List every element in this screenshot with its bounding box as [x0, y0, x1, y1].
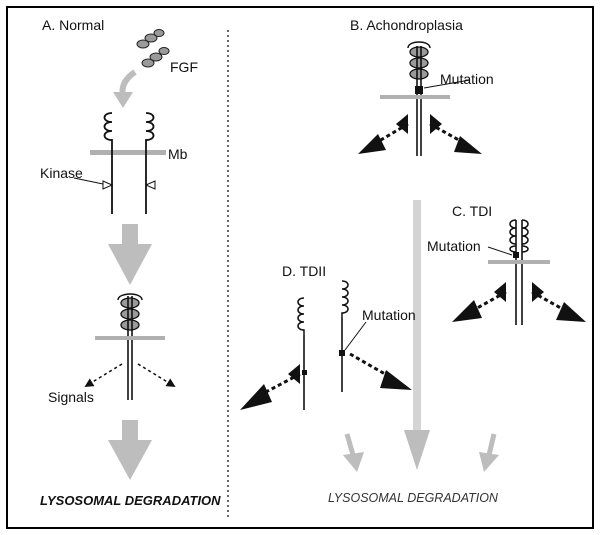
signals-label: Signals — [48, 389, 94, 405]
kinase-right-icon — [144, 180, 156, 190]
membrane-bar — [90, 150, 166, 155]
activation-arrow-shaft — [122, 224, 138, 244]
kinase-left-icon — [102, 180, 114, 190]
signal-arrow-left — [84, 363, 123, 387]
fgf-label: FGF — [170, 59, 198, 75]
mutation-label-d: Mutation — [362, 307, 416, 323]
center-degradation-arrowhead — [404, 430, 430, 470]
panel-c-title: C. TDI — [452, 203, 492, 219]
degradation-path-line — [413, 200, 421, 430]
mutation-marker-d — [339, 350, 345, 356]
degradation-arrow-head — [108, 440, 152, 480]
dimer-receptor — [117, 293, 143, 400]
degradation-arrow-shaft — [122, 420, 138, 440]
mutation-marker-c — [513, 252, 519, 258]
figure-border — [6, 6, 594, 529]
receptor-ig-domains — [103, 112, 155, 146]
signal-arrow-d-right — [349, 352, 393, 380]
normal-outcome-label: LYSOSOMAL DEGRADATION — [40, 493, 221, 508]
right-degradation-arrows — [343, 433, 499, 472]
membrane-bar-b — [380, 95, 450, 99]
panel-a-title: A. Normal — [42, 17, 104, 33]
panel-achondroplasia: B. Achondroplasia Mutation — [350, 17, 494, 156]
panel-b-title: B. Achondroplasia — [350, 17, 463, 33]
membrane-bar-2 — [95, 336, 165, 340]
panel-d-title: D. TDII — [282, 263, 326, 279]
kinase-pointer — [73, 177, 104, 185]
membrane-label: Mb — [168, 146, 188, 162]
kinase-label: Kinase — [40, 165, 83, 181]
signal-arrow-right — [137, 363, 176, 387]
panel-tdii: D. TDII Mutation — [240, 263, 416, 410]
mutation-label-b: Mutation — [440, 71, 494, 87]
fgf-ligand-icon — [136, 29, 170, 68]
panel-tdi: C. TDI Mutation — [427, 203, 586, 325]
binding-arrow-head — [113, 92, 133, 108]
right-outcome-label: LYSOSOMAL DEGRADATION — [328, 491, 499, 505]
mutation-label-c: Mutation — [427, 238, 481, 254]
activation-arrow-head — [108, 244, 152, 285]
mutation-marker-b — [415, 86, 423, 94]
membrane-bar-c — [488, 260, 550, 264]
panel-normal: A. Normal FGF Mb Kinase — [40, 17, 221, 508]
tdii-left-marker — [302, 370, 307, 375]
